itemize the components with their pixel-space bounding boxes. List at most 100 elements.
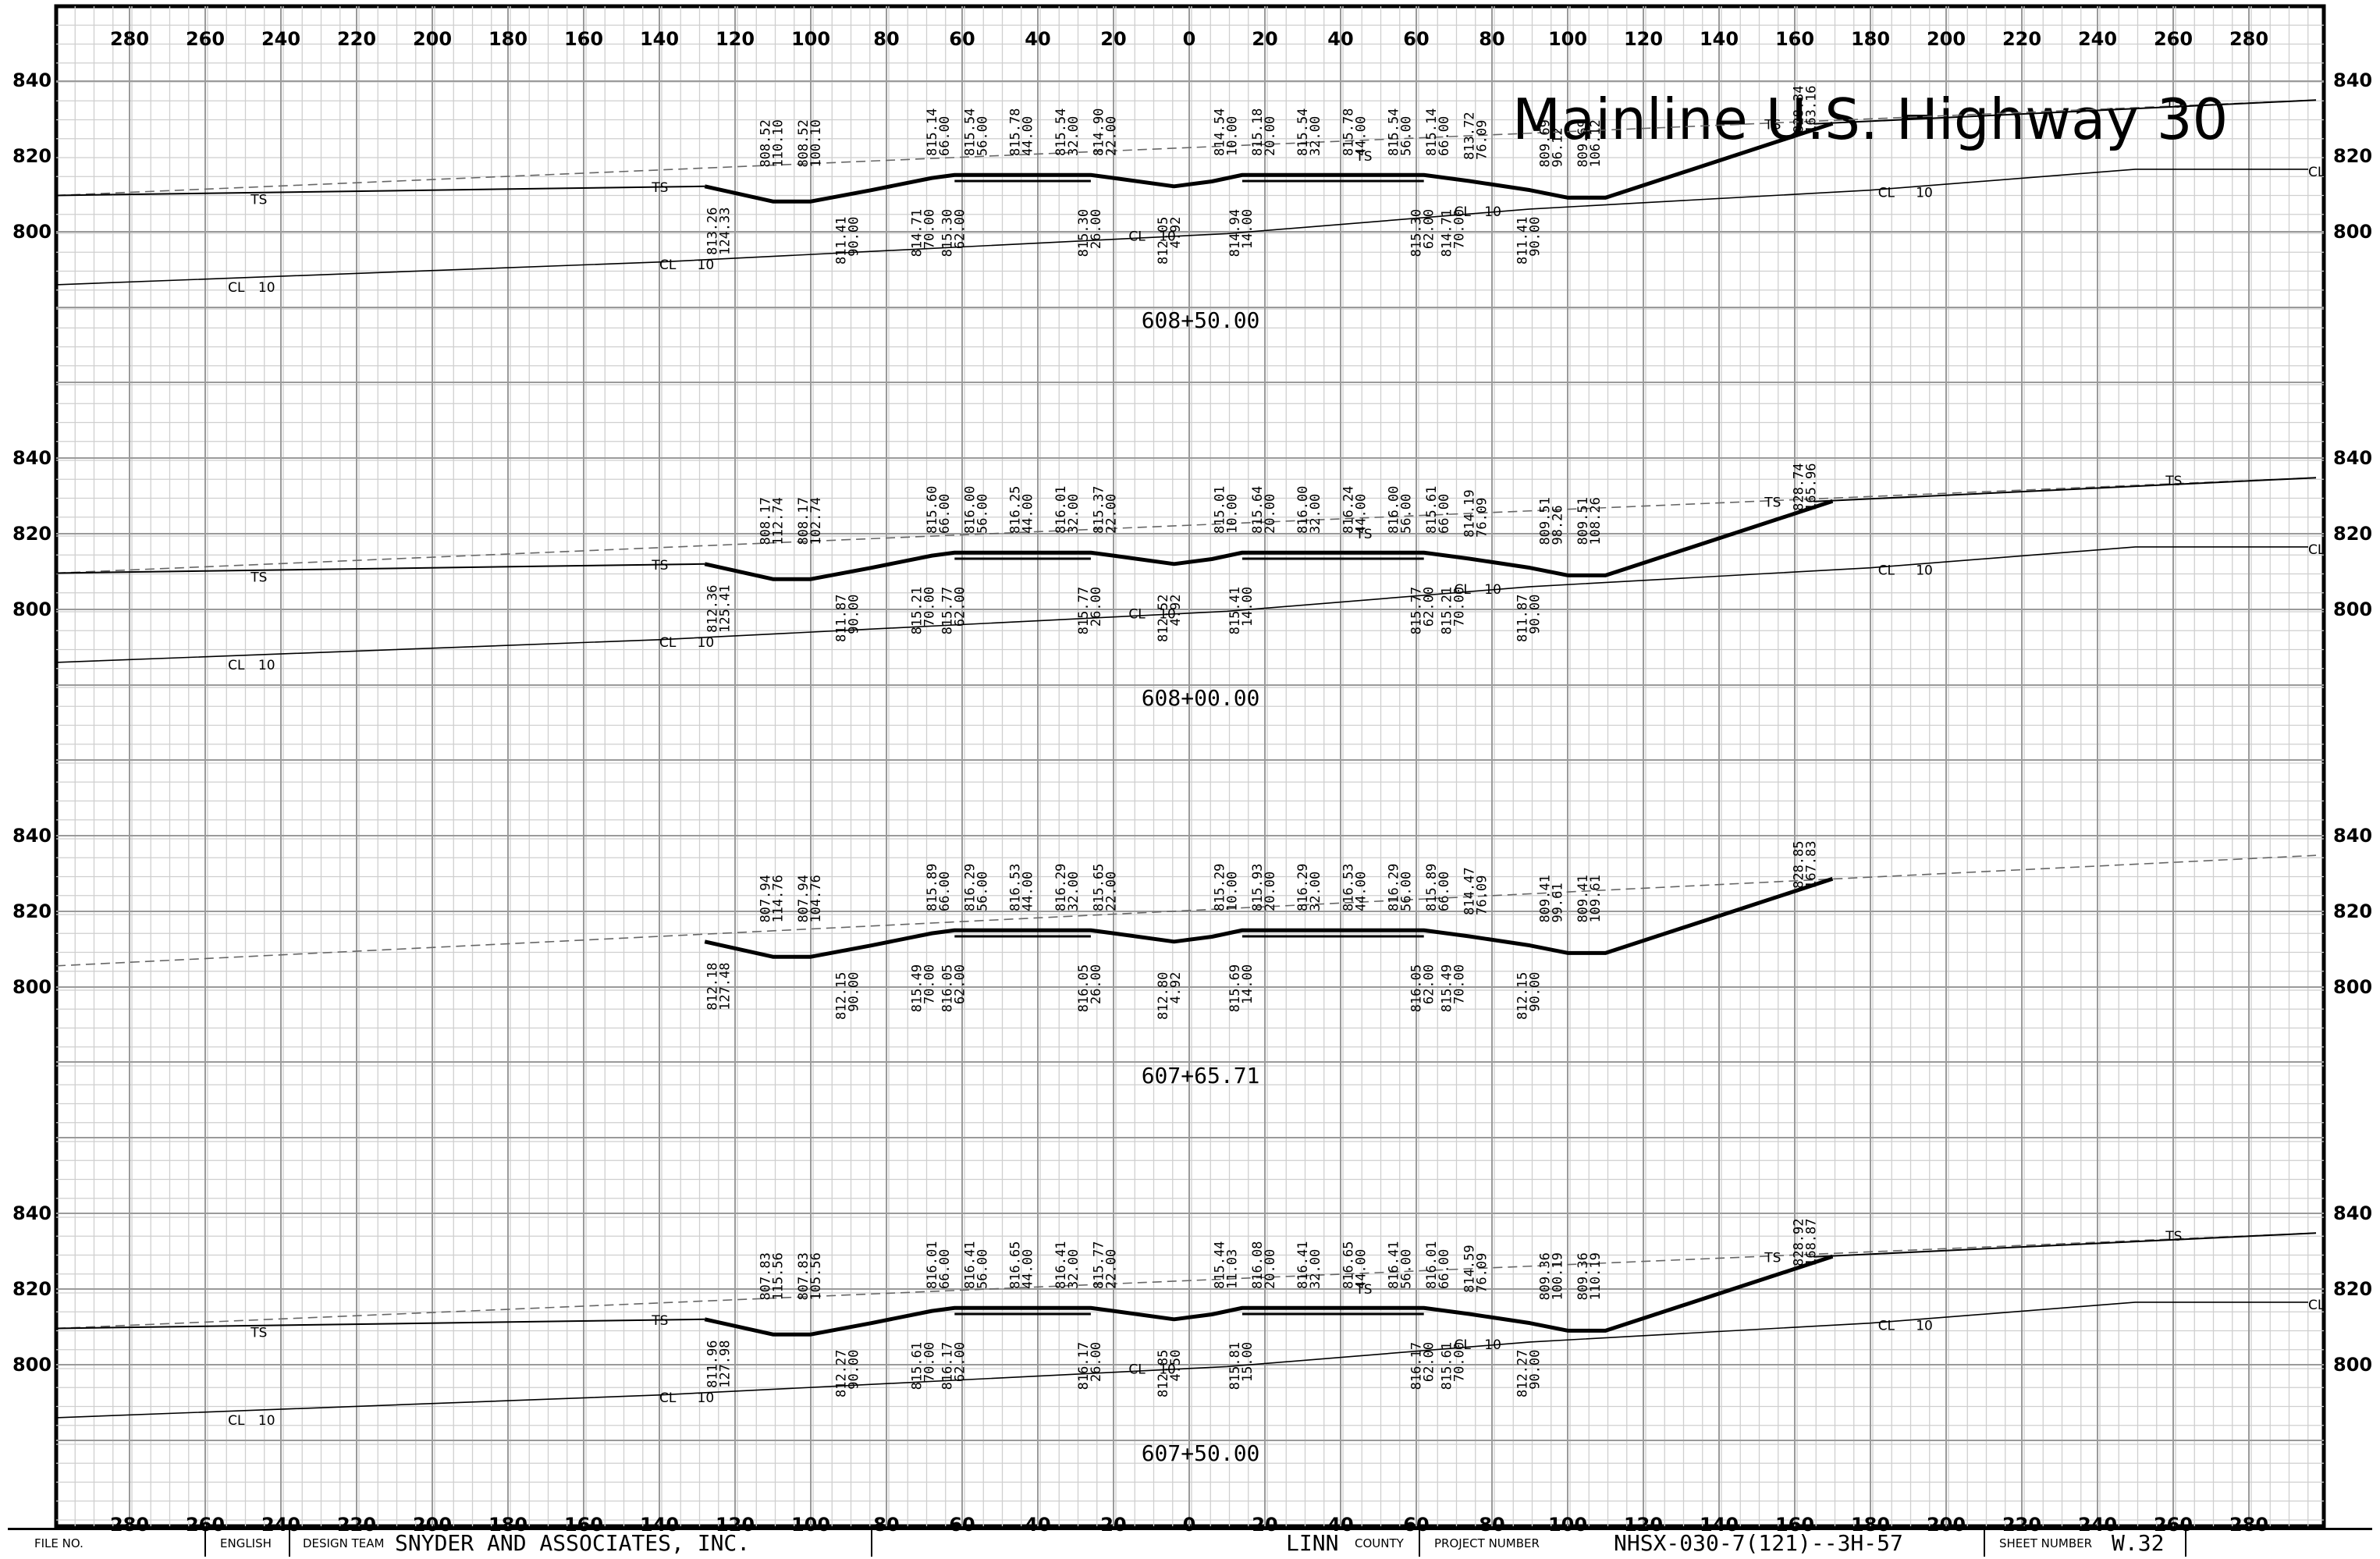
- elevation-label: 840: [2333, 447, 2372, 469]
- topsoil-line: [55, 563, 705, 574]
- offset-tick-label: 80: [1479, 28, 1504, 50]
- offset-annotation: 76.09: [1475, 1253, 1490, 1293]
- elevation-annotation: 813.72: [1462, 112, 1478, 159]
- title-block-divider: [1984, 1530, 1985, 1557]
- offset-annotation: 22.00: [1103, 116, 1119, 156]
- elevation-annotation: 816.01: [1424, 1241, 1440, 1289]
- elevation-annotation: 812.52: [1156, 595, 1171, 642]
- elevation-annotation: 814.90: [1091, 108, 1107, 156]
- file-no-label: FILE NO.: [34, 1536, 83, 1550]
- offset-tick-label: 0: [1183, 28, 1196, 50]
- cl-label: CL: [659, 1390, 677, 1406]
- elevation-annotation: 808.17: [758, 497, 774, 545]
- proposed-profile: [704, 876, 1834, 959]
- offset-annotation: 66.00: [937, 116, 953, 156]
- offset-annotation: 163.16: [1804, 85, 1820, 133]
- elevation-label: 820: [2333, 1278, 2372, 1300]
- elevation-annotation: 815.78: [1008, 108, 1024, 156]
- ts-label: TS: [1355, 527, 1372, 542]
- title-block-divider: [2185, 1530, 2186, 1557]
- elevation-annotation: 816.41: [1387, 1241, 1402, 1289]
- offset-tick-label: 80: [1479, 1514, 1504, 1536]
- offset-tick-label: 240: [261, 1514, 300, 1536]
- elevation-annotation: 812.36: [705, 584, 721, 632]
- offset-annotation: 106.12: [1588, 119, 1604, 167]
- elevation-annotation: 812.18: [705, 962, 721, 1010]
- cl-ten-label: 10: [1159, 229, 1176, 244]
- offset-annotation: 66.00: [1437, 116, 1452, 156]
- offset-tick-label: 280: [2229, 28, 2268, 50]
- county-label: COUNTY: [1355, 1536, 1404, 1550]
- cl-ten-label: 10: [698, 257, 715, 273]
- offset-annotation: 32.00: [1308, 494, 1323, 534]
- offset-tick-label: 180: [488, 28, 528, 50]
- elevation-annotation: 812.80: [1156, 972, 1171, 1020]
- elevation-annotation: 815.64: [1250, 486, 1266, 534]
- title-block-divider: [1419, 1530, 1420, 1557]
- elevation-annotation: 811.41: [834, 217, 850, 265]
- offset-annotation: 66.00: [1437, 872, 1452, 911]
- offset-tick-label: 220: [2002, 28, 2041, 50]
- elevation-annotation: 815.30: [940, 209, 955, 257]
- proposed-profile: [704, 499, 1834, 581]
- cl-label: CL: [1455, 1337, 1472, 1353]
- topsoil-line: [1813, 477, 2317, 503]
- cl-ten-label: 10: [258, 280, 275, 296]
- offset-tick-label: 220: [2002, 1514, 2041, 1536]
- station-label: 607+65.71: [1142, 1063, 1260, 1088]
- elevation-annotation: 812.27: [834, 1350, 850, 1397]
- offset-tick-label: 20: [1100, 1514, 1126, 1536]
- offset-tick-label: 120: [716, 28, 755, 50]
- elevation-annotation: 815.77: [1409, 587, 1425, 634]
- elevation-annotation: 815.30: [1076, 209, 1092, 257]
- title-block-divider: [289, 1530, 290, 1557]
- sheet-number: W.32: [2112, 1530, 2165, 1556]
- offset-annotation: 62.00: [952, 587, 968, 627]
- title-block-divider: [871, 1530, 872, 1557]
- offset-annotation: 90.00: [1528, 1350, 1543, 1390]
- offset-annotation: 20.00: [1263, 494, 1278, 534]
- offset-annotation: 76.09: [1475, 875, 1490, 915]
- offset-tick-label: 240: [261, 28, 300, 50]
- elevation-annotation: 815.30: [1409, 209, 1425, 257]
- offset-annotation: 26.00: [1089, 587, 1104, 627]
- elevation-label: 800: [2333, 976, 2372, 998]
- offset-annotation: 127.48: [718, 962, 734, 1010]
- offset-annotation: 115.56: [771, 1252, 787, 1300]
- cl-ten-label: 10: [1484, 582, 1501, 598]
- elevation-annotation: 808.17: [796, 497, 812, 545]
- offset-tick-label: 100: [791, 1514, 830, 1536]
- elevation-label: 840: [12, 825, 52, 847]
- elevation-annotation: 812.27: [1515, 1350, 1531, 1397]
- cl-label: CL: [228, 658, 245, 673]
- cl-ten-label: 10: [1484, 204, 1501, 220]
- topsoil-line: [55, 1318, 705, 1330]
- offset-annotation: 114.76: [771, 875, 787, 922]
- offset-annotation: 56.00: [975, 872, 990, 911]
- elevation-label: 820: [12, 523, 52, 545]
- cl-label: CL: [1878, 1319, 1895, 1334]
- offset-annotation: 4.92: [1168, 972, 1184, 1004]
- elevation-annotation: 815.81: [1227, 1342, 1243, 1390]
- offset-tick-label: 200: [1927, 1514, 1966, 1536]
- county-name: LINN: [1286, 1530, 1339, 1556]
- offset-annotation: 90.00: [847, 217, 862, 257]
- offset-annotation: 56.00: [975, 1249, 990, 1289]
- offset-annotation: 44.00: [1021, 116, 1036, 156]
- offset-annotation: 102.74: [808, 497, 824, 545]
- offset-annotation: 110.10: [771, 119, 787, 167]
- elevation-annotation: 811.87: [834, 595, 850, 642]
- offset-annotation: 26.00: [1089, 964, 1104, 1004]
- offset-tick-label: 200: [413, 28, 452, 50]
- offset-tick-label: 180: [1851, 1514, 1890, 1536]
- elevation-annotation: 814.71: [1440, 209, 1455, 257]
- offset-tick-label: 60: [949, 28, 975, 50]
- offset-tick-label: 160: [1775, 28, 1814, 50]
- ts-label: TS: [250, 570, 267, 585]
- offset-annotation: 15.00: [1240, 1342, 1256, 1382]
- elevation-annotation: 811.87: [1515, 595, 1531, 642]
- elevation-annotation: 811.41: [1515, 217, 1531, 265]
- design-team-label: DESIGN TEAM: [303, 1536, 385, 1550]
